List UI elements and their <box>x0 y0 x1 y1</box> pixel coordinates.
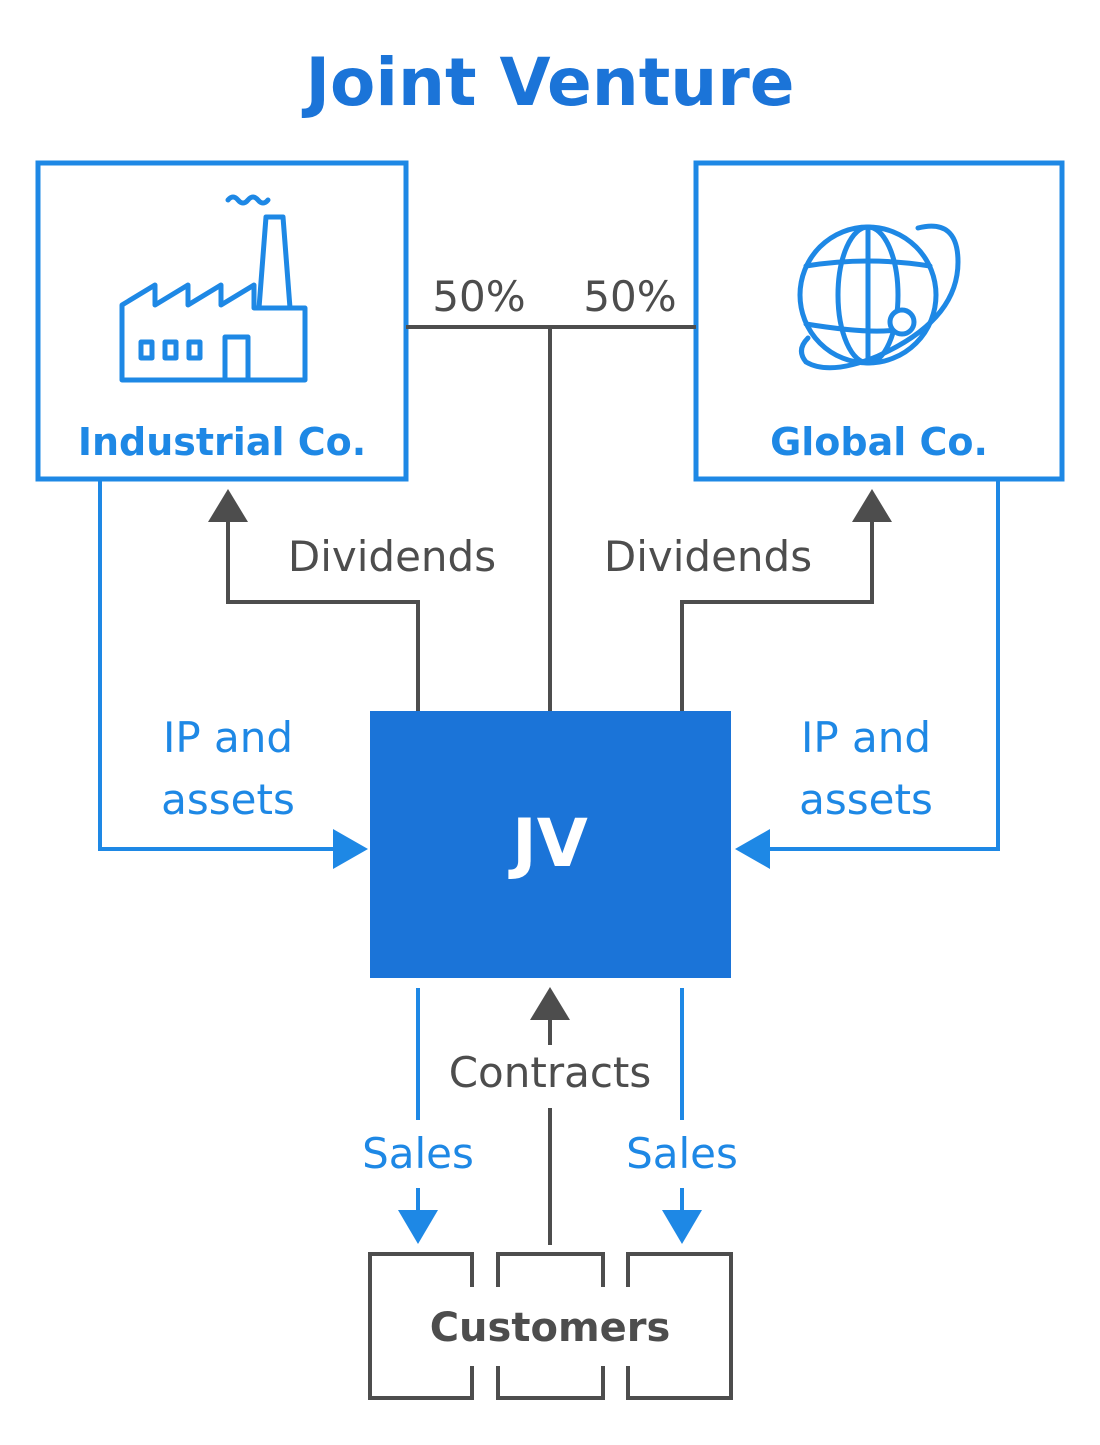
diagram-title: Joint Venture <box>301 44 794 121</box>
ip-assets-left-arrow <box>98 479 368 869</box>
jv-node: JV <box>370 711 731 978</box>
factory-icon <box>119 194 308 383</box>
contracts-arrow <box>530 987 570 1245</box>
ip-assets-right-arrow <box>735 479 1000 869</box>
ownership-connector <box>406 325 696 715</box>
right-share-label: 50% <box>583 272 676 321</box>
global-co-node: Global Co. <box>693 160 1065 482</box>
customer-box-left <box>368 1252 474 1400</box>
dividends-left-label: Dividends <box>288 532 496 581</box>
global-co-label: Global Co. <box>770 420 988 464</box>
ip-assets-right-label-line1: IP and <box>801 713 931 762</box>
ip-assets-right-label-line2: assets <box>799 775 933 824</box>
sales-left-label: Sales <box>362 1129 474 1178</box>
global-co-box <box>693 160 1065 482</box>
customer-box-middle <box>496 1252 605 1400</box>
customers-node <box>368 1252 733 1400</box>
ip-assets-left-label-line1: IP and <box>163 713 293 762</box>
left-share-label: 50% <box>432 272 525 321</box>
contracts-label: Contracts <box>449 1048 652 1097</box>
sales-right-arrow <box>662 988 702 1244</box>
dividends-left-arrow <box>208 489 420 715</box>
dividends-right-arrow <box>680 489 892 715</box>
ip-assets-left-label-line2: assets <box>161 775 295 824</box>
dividends-right-label: Dividends <box>604 532 812 581</box>
globe-icon <box>797 223 961 371</box>
industrial-co-label: Industrial Co. <box>78 420 366 464</box>
industrial-co-box <box>35 160 409 482</box>
jv-box <box>370 711 731 978</box>
customers-label: Customers <box>430 1305 671 1351</box>
sales-left-arrow <box>398 988 438 1244</box>
customer-box-right <box>626 1252 733 1400</box>
industrial-co-node: Industrial Co. <box>35 160 409 482</box>
sales-right-label: Sales <box>626 1129 738 1178</box>
jv-label: JV <box>508 805 588 882</box>
